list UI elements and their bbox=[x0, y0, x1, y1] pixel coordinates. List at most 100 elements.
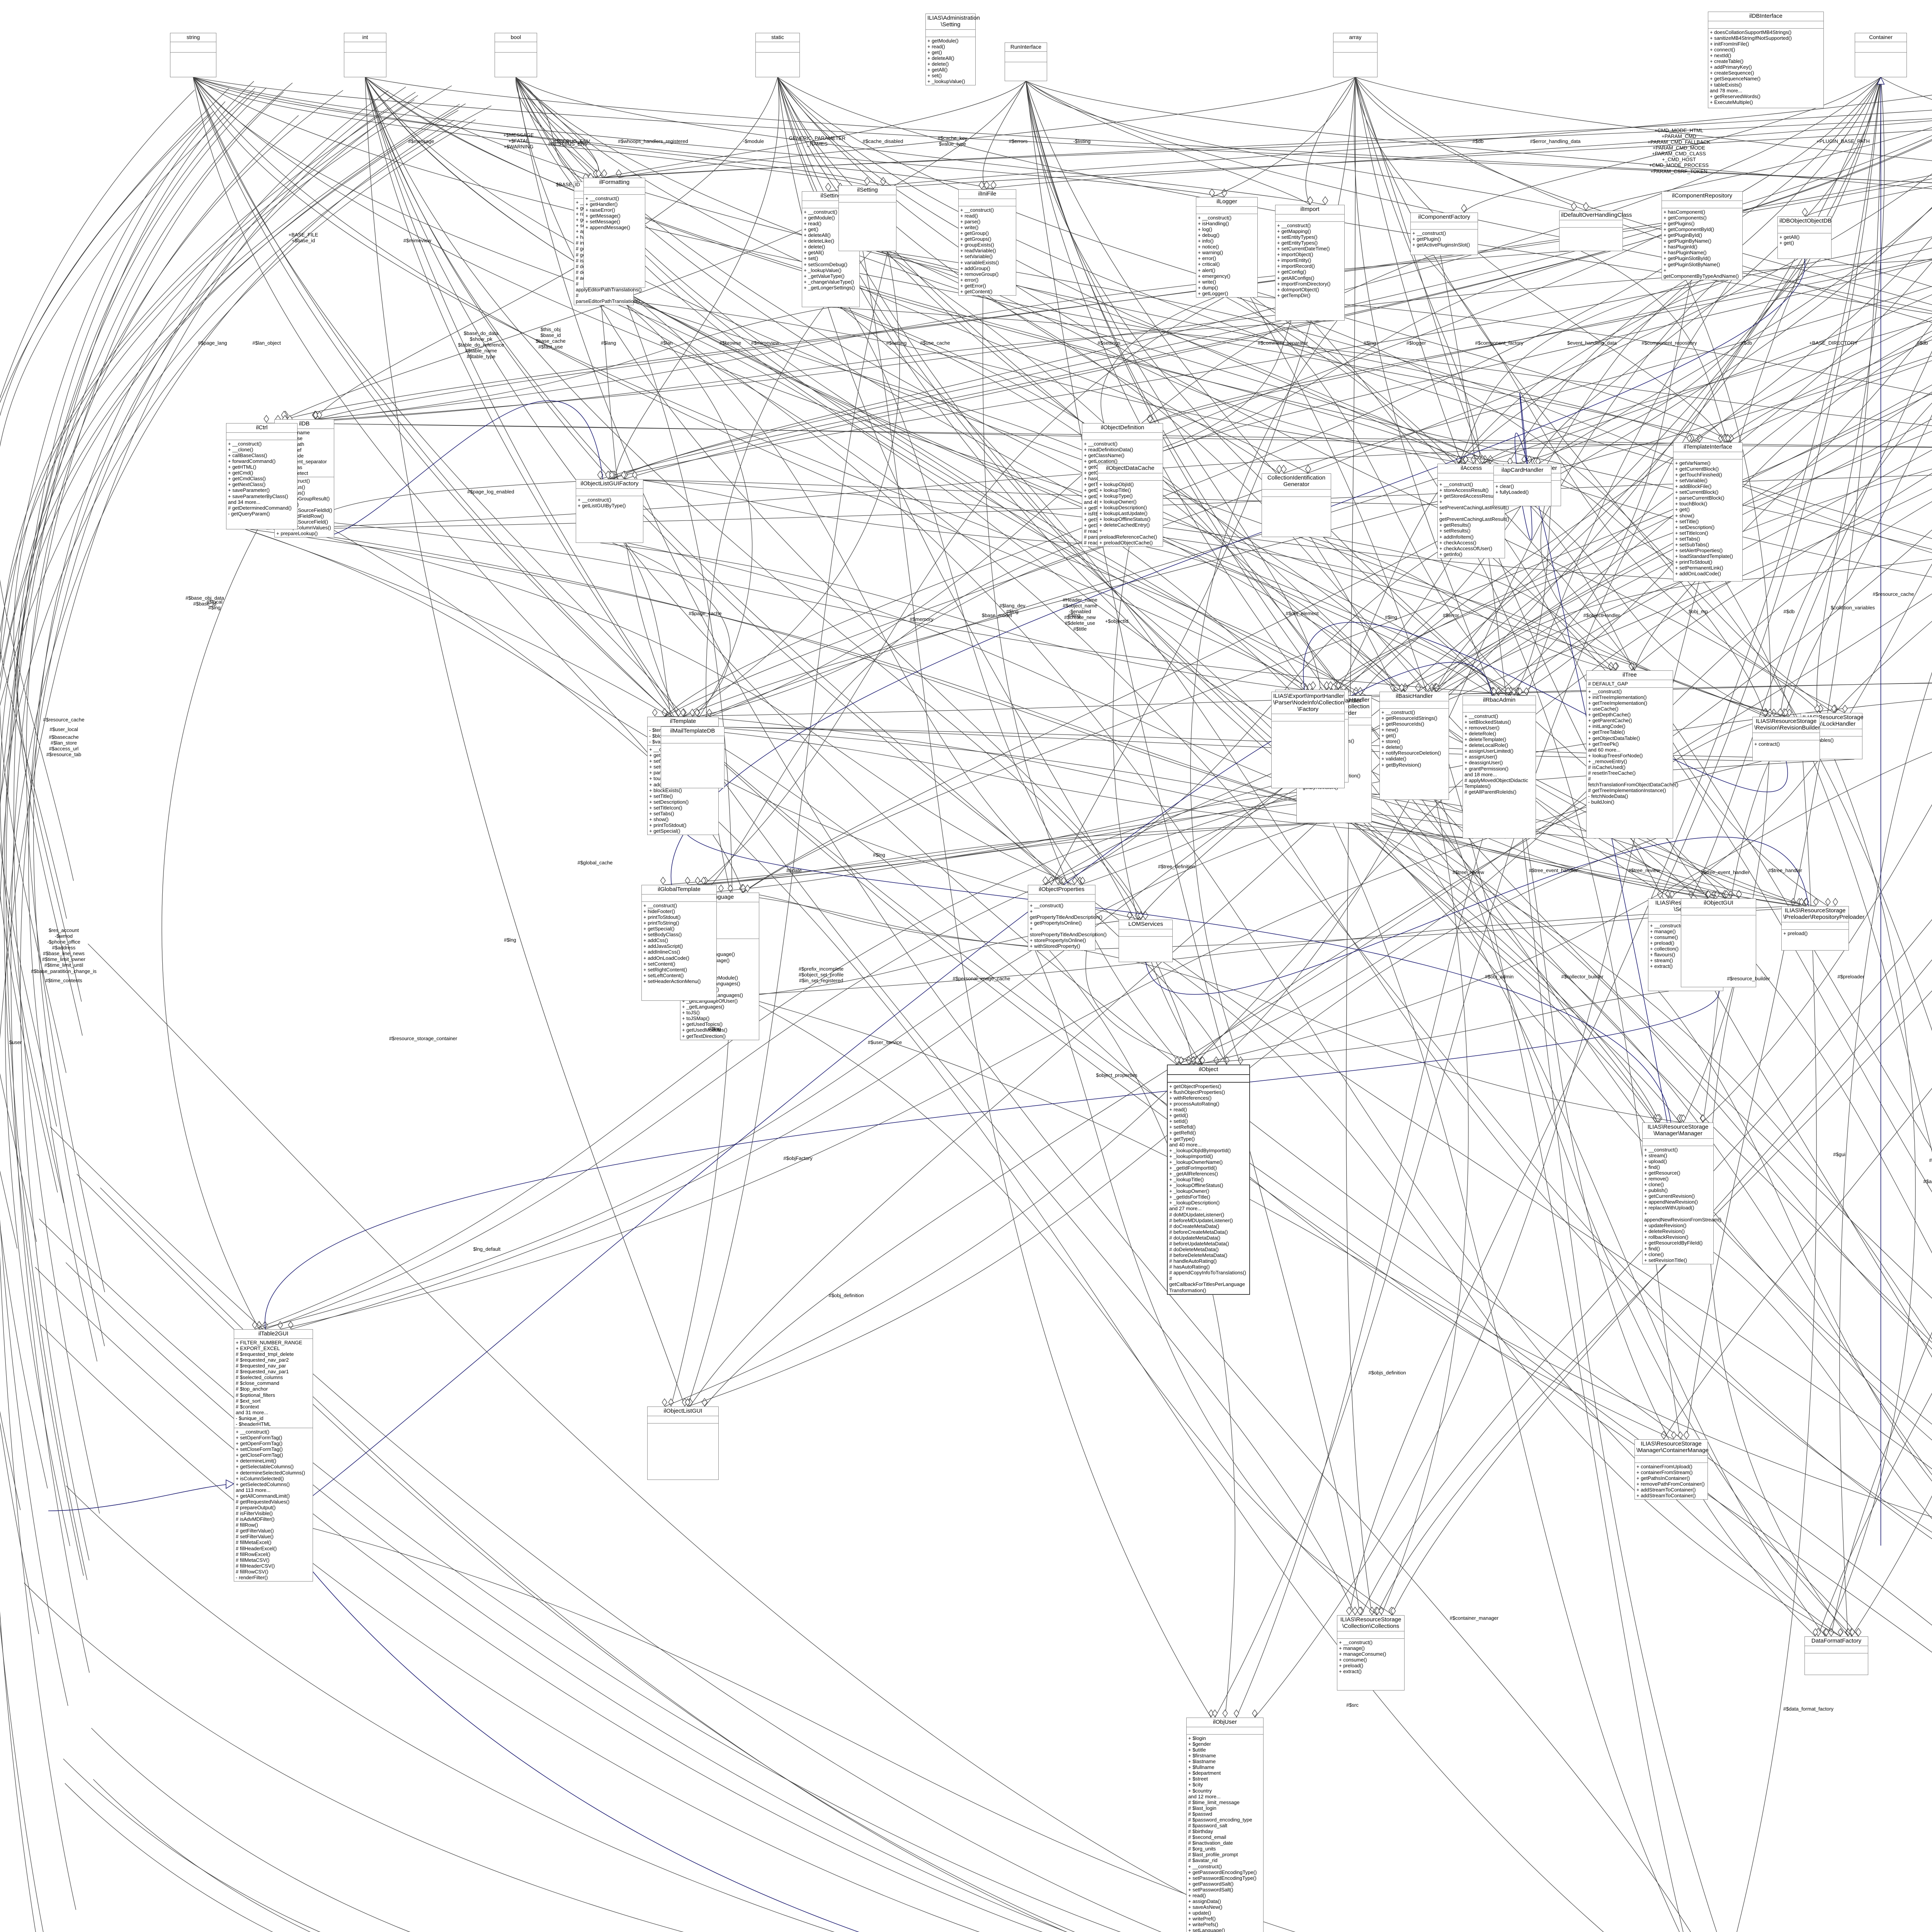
uml-class-node[interactable]: ilTree# DEFAULT_GAP+ __construct() + ini… bbox=[1586, 670, 1679, 838]
uml-class-node[interactable]: ilImport+ __construct() + getMapping() +… bbox=[1275, 205, 1345, 321]
uml-class-node[interactable]: ILIAS\Administration \Setting+ getModule… bbox=[925, 14, 980, 86]
edge-label: +BASE_FILE +$base_id bbox=[288, 232, 318, 244]
uml-class-node[interactable]: ilAccess+ __construct() + storeAccessRes… bbox=[1437, 464, 1509, 558]
uml-class-title: ilSetting bbox=[839, 186, 896, 195]
uml-class-node[interactable]: ILIAS\ResourceStorage \Preloader\Reposit… bbox=[1781, 906, 1864, 951]
uml-class-node[interactable]: ilBasicHandler+ __construct() + getResou… bbox=[1379, 692, 1449, 800]
uml-class-node[interactable]: string bbox=[170, 33, 216, 77]
edge-label: $collation_variables bbox=[1830, 605, 1875, 611]
edge-label: #$db bbox=[1741, 340, 1752, 346]
uml-class-attributes bbox=[1643, 1139, 1713, 1146]
uml-class-attributes bbox=[839, 195, 896, 202]
uml-class-node[interactable]: ilObjUser+ $login + $gender + $utitle + … bbox=[1186, 1718, 1264, 1932]
uml-class-attributes bbox=[1438, 473, 1505, 481]
edge-label: #$user_local bbox=[49, 726, 78, 732]
uml-class-title: static bbox=[756, 33, 799, 42]
uml-class-attributes bbox=[576, 489, 643, 496]
uml-class-node[interactable]: ilComponentFactory+ __construct() + getP… bbox=[1410, 213, 1478, 255]
uml-class-node[interactable]: CollectionIdentification Generator bbox=[1262, 473, 1331, 537]
uml-class-operations bbox=[170, 53, 216, 63]
uml-class-node[interactable]: ilObjectGUI bbox=[1681, 898, 1756, 987]
edge-label: #$global_cache bbox=[577, 860, 613, 866]
uml-class-operations: + hasComponent() + getComponents() + get… bbox=[1663, 209, 1739, 279]
uml-class-node[interactable]: ilLogger+ __construct() + isHandling() +… bbox=[1196, 197, 1258, 298]
edge-label: #$lan_object bbox=[252, 340, 281, 346]
edge-label: #$access bbox=[1929, 1157, 1932, 1163]
uml-class-node[interactable]: ilCtrl+ __construct() + __clone() + call… bbox=[226, 423, 298, 529]
edge-label: #$resource_builder bbox=[1727, 976, 1770, 981]
uml-class-operations: + clear() + fullyLoaded() bbox=[1495, 483, 1529, 495]
uml-class-node[interactable]: ilObject+ getObjectProperties() + flushO… bbox=[1167, 1065, 1250, 1295]
uml-class-attributes bbox=[926, 30, 975, 37]
uml-class-title: ilMailTemplateDB bbox=[661, 727, 724, 736]
uml-class-node[interactable]: ilIniFile+ __construct() + read() + pars… bbox=[958, 189, 1016, 296]
uml-class-title: CollectionIdentification Generator bbox=[1262, 474, 1331, 490]
uml-class-node[interactable]: ilComponentRepository + hasComponent() + … bbox=[1662, 191, 1743, 280]
edge-label: #$db bbox=[1917, 340, 1928, 346]
uml-class-node[interactable]: ilapCardHandler + clear() + fullyLoaded() bbox=[1493, 466, 1551, 506]
uml-class-node[interactable]: ilObjectListGUIFactory+ __construct() + … bbox=[576, 479, 643, 543]
uml-class-title: ilGlobalTemplate bbox=[642, 885, 716, 895]
uml-class-node[interactable]: ilObjectDataCache+ lookupObjId() + looku… bbox=[1097, 464, 1163, 547]
uml-class-node[interactable]: array bbox=[1333, 33, 1378, 77]
edge-label: #$lan bbox=[660, 340, 673, 346]
uml-class-node[interactable]: ILIAS\ResourceStorage \Manager\Manager+ … bbox=[1642, 1122, 1721, 1265]
uml-class-node[interactable]: ILIAS\ResourceStorage \Manager\Container… bbox=[1634, 1439, 1709, 1500]
edge-label: #$lng bbox=[1385, 614, 1397, 620]
uml-class-title: ilComponentRepository bbox=[1662, 192, 1742, 201]
uml-class-title: ilTable2GUI bbox=[234, 1330, 313, 1339]
uml-class-node[interactable]: ilObjectListGUI bbox=[647, 1406, 719, 1480]
edge-label: $BASE_ID bbox=[556, 182, 580, 187]
uml-class-node[interactable]: ilRbacAdmin+ __construct() + setBlockedS… bbox=[1463, 696, 1536, 838]
edge-label: #$comment_separator bbox=[1257, 340, 1308, 346]
uml-class-operations: + lookupObjId() + lookupTitle() + lookup… bbox=[1099, 481, 1157, 546]
uml-class-title: array bbox=[1333, 33, 1377, 42]
uml-class-node[interactable]: ilMailTemplateDB bbox=[661, 726, 724, 788]
uml-class-attributes bbox=[648, 1416, 718, 1423]
uml-class-title: RunInterface bbox=[1005, 43, 1047, 52]
uml-class-attributes bbox=[1411, 222, 1478, 230]
uml-class-node[interactable]: ILIAS\Export\ImportHandler \Parser\NodeI… bbox=[1271, 692, 1345, 788]
uml-class-node[interactable]: ilTable2GUI+ FILTER_NUMBER_RANGE + EXPOR… bbox=[234, 1329, 313, 1582]
uml-class-node[interactable]: ilObjectProperties+ __construct() + getP… bbox=[1028, 885, 1107, 951]
edge-label: #$obj_element bbox=[1286, 611, 1319, 616]
edge-label: #$settings bbox=[1097, 340, 1121, 346]
uml-class-node[interactable]: ilSetting bbox=[838, 185, 896, 251]
uml-class-node[interactable]: ilGlobalTemplate+ __construct() + hideFo… bbox=[641, 885, 717, 1001]
edge-label: #$user_service bbox=[867, 1039, 902, 1045]
uml-class-node[interactable]: bool bbox=[495, 33, 537, 77]
uml-class-node[interactable]: LOMServices bbox=[1119, 920, 1173, 962]
uml-class-title: ilapCardHandler bbox=[1494, 466, 1551, 475]
edge-label: #$lang bbox=[601, 340, 616, 346]
edge-label: #$objFactory bbox=[783, 1155, 813, 1161]
uml-class-node[interactable]: ilDBObjectObjectDB+ getAll() + get() bbox=[1777, 216, 1832, 259]
uml-class-node[interactable]: ilFormatting+ __construct() + getHandler… bbox=[583, 178, 645, 288]
edge-label: #$db bbox=[1472, 138, 1484, 144]
uml-class-attributes bbox=[1673, 452, 1742, 459]
uml-class-title: ilDefaultOverHandlingClass bbox=[1560, 211, 1632, 220]
uml-class-node[interactable]: ilTemplateInterface+ getVarName() + getC… bbox=[1673, 442, 1743, 582]
uml-class-node[interactable]: ILIAS\ResourceStorage \Collection\Collec… bbox=[1337, 1615, 1405, 1690]
uml-class-node[interactable]: ILIAS\ResourceStorage \Revision\Revision… bbox=[1752, 717, 1820, 761]
uml-class-title: ILIAS\Administration \Setting bbox=[926, 14, 980, 30]
uml-class-operations: + __construct() + setBlockedStatus() + r… bbox=[1464, 713, 1528, 795]
uml-class-node[interactable]: RunInterface bbox=[1005, 43, 1047, 81]
uml-class-attributes bbox=[1635, 1456, 1708, 1463]
uml-class-operations: + $login + $gender + $utitle + $firstnam… bbox=[1188, 1735, 1257, 1932]
uml-class-title: bool bbox=[495, 33, 537, 42]
edge-label: #$src bbox=[1346, 1702, 1359, 1708]
uml-class-node[interactable]: static bbox=[755, 33, 800, 77]
uml-class-attributes bbox=[661, 736, 724, 743]
uml-class-node[interactable]: ilDBInterface+ doesCollationSupportMB4St… bbox=[1708, 12, 1824, 108]
uml-class-operations bbox=[839, 202, 896, 209]
uml-class-node[interactable]: DataFormatFactory bbox=[1804, 1636, 1868, 1675]
edge-label: #$page_lang bbox=[198, 340, 227, 346]
uml-class-attributes bbox=[1276, 214, 1344, 222]
uml-class-attributes bbox=[1708, 21, 1823, 29]
uml-class-title: ilTemplateInterface bbox=[1673, 443, 1742, 452]
edge-label: #$resource_cache bbox=[43, 717, 85, 723]
uml-class-node[interactable]: ilDefaultOverHandlingClass bbox=[1559, 211, 1632, 251]
uml-class-node[interactable]: Container bbox=[1855, 33, 1907, 77]
edge-label: #$prefix_incomplete #$object_set_profile… bbox=[798, 966, 844, 984]
uml-class-node[interactable]: int bbox=[344, 33, 386, 77]
